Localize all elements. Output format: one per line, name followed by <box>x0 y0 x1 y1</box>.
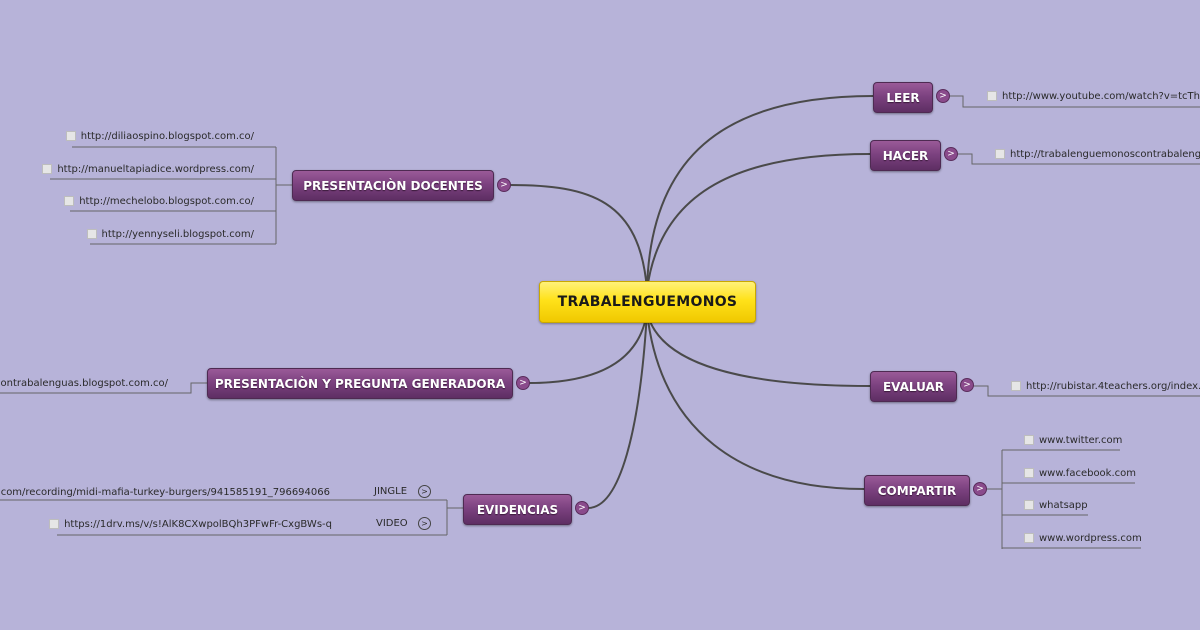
open-link-icon[interactable]: > <box>418 517 431 530</box>
link-item[interactable]: http://manueltapiadice.wordpress.com/ <box>42 162 254 176</box>
link-text[interactable]: nule.com/recording/midi-mafia-turkey-bur… <box>0 486 330 498</box>
link-text[interactable]: http://diliaospino.blogspot.com.co/ <box>80 130 254 142</box>
link-item[interactable]: oscontrabalenguas.blogspot.com.co/ <box>0 376 168 390</box>
link-item[interactable]: http://rubistar.4teachers.org/index.ph <box>1011 379 1200 393</box>
checkbox-icon[interactable] <box>995 149 1005 159</box>
item-label-video: VIDEO <box>376 518 408 529</box>
link-item[interactable]: www.twitter.com <box>1024 433 1122 447</box>
link-item[interactable]: http://www.youtube.com/watch?v=tcTh7ljN <box>987 89 1200 103</box>
link-item[interactable]: http://trabalenguemonoscontrabalenguas <box>995 147 1200 161</box>
link-item[interactable]: whatsapp <box>1024 498 1088 512</box>
checkbox-icon[interactable] <box>42 164 53 174</box>
checkbox-icon[interactable] <box>64 196 75 206</box>
link-item[interactable]: http://diliaospino.blogspot.com.co/ <box>65 129 254 143</box>
topic-evidencias[interactable]: EVIDENCIAS <box>463 494 572 525</box>
checkbox-icon[interactable] <box>1024 533 1034 543</box>
link-text[interactable]: http://www.youtube.com/watch?v=tcTh7ljN <box>1002 90 1200 102</box>
link-text[interactable]: http://manueltapiadice.wordpress.com/ <box>57 163 254 175</box>
link-item[interactable]: http://yennyseli.blogspot.com/ <box>86 227 255 241</box>
link-text[interactable]: www.facebook.com <box>1039 467 1137 479</box>
link-item[interactable]: nule.com/recording/midi-mafia-turkey-bur… <box>0 485 330 499</box>
link-text[interactable]: http://yennyseli.blogspot.com/ <box>101 228 255 240</box>
link-text[interactable]: www.twitter.com <box>1039 434 1123 446</box>
expand-toggle-icon[interactable]: > <box>516 376 530 390</box>
expand-toggle-icon[interactable]: > <box>973 482 987 496</box>
topic-leer[interactable]: LEER <box>873 82 933 113</box>
expand-toggle-icon[interactable]: > <box>575 501 589 515</box>
link-text[interactable]: http://rubistar.4teachers.org/index.ph <box>1026 380 1200 392</box>
link-text[interactable]: whatsapp <box>1039 499 1088 511</box>
expand-toggle-icon[interactable]: > <box>497 178 511 192</box>
checkbox-icon[interactable] <box>1024 435 1034 445</box>
checkbox-icon[interactable] <box>1011 381 1021 391</box>
item-label-jingle: JINGLE <box>374 486 408 497</box>
link-item[interactable]: www.facebook.com <box>1024 466 1136 480</box>
link-text[interactable]: www.wordpress.com <box>1039 532 1142 544</box>
topic-presentacion-pregunta[interactable]: PRESENTACIÒN Y PREGUNTA GENERADORA <box>207 368 513 399</box>
link-text[interactable]: http://trabalenguemonoscontrabalenguas <box>1010 148 1200 160</box>
expand-toggle-icon[interactable]: > <box>960 378 974 392</box>
topic-compartir[interactable]: COMPARTIR <box>864 475 970 506</box>
central-topic[interactable]: TRABALENGUEMONOS <box>539 281 756 323</box>
link-item[interactable]: http://mechelobo.blogspot.com.co/ <box>64 194 254 208</box>
open-link-icon[interactable]: > <box>418 485 431 498</box>
checkbox-icon[interactable] <box>987 91 997 101</box>
topic-presentacion-docentes[interactable]: PRESENTACIÒN DOCENTES <box>292 170 494 201</box>
link-text[interactable]: oscontrabalenguas.blogspot.com.co/ <box>0 377 168 389</box>
checkbox-icon[interactable] <box>65 131 76 141</box>
topic-evaluar[interactable]: EVALUAR <box>870 371 957 402</box>
link-text[interactable]: http://mechelobo.blogspot.com.co/ <box>79 195 254 207</box>
topic-hacer[interactable]: HACER <box>870 140 941 171</box>
link-text[interactable]: https://1drv.ms/v/s!AlK8CXwpolBQh3PFwFr-… <box>64 518 332 530</box>
checkbox-icon[interactable] <box>1024 468 1034 478</box>
expand-toggle-icon[interactable]: > <box>944 147 958 161</box>
link-item[interactable]: www.wordpress.com <box>1024 531 1142 545</box>
expand-toggle-icon[interactable]: > <box>936 89 950 103</box>
link-item[interactable]: https://1drv.ms/v/s!AlK8CXwpolBQh3PFwFr-… <box>49 517 332 531</box>
checkbox-icon[interactable] <box>1024 500 1034 510</box>
checkbox-icon[interactable] <box>86 229 97 239</box>
checkbox-icon[interactable] <box>49 519 60 529</box>
